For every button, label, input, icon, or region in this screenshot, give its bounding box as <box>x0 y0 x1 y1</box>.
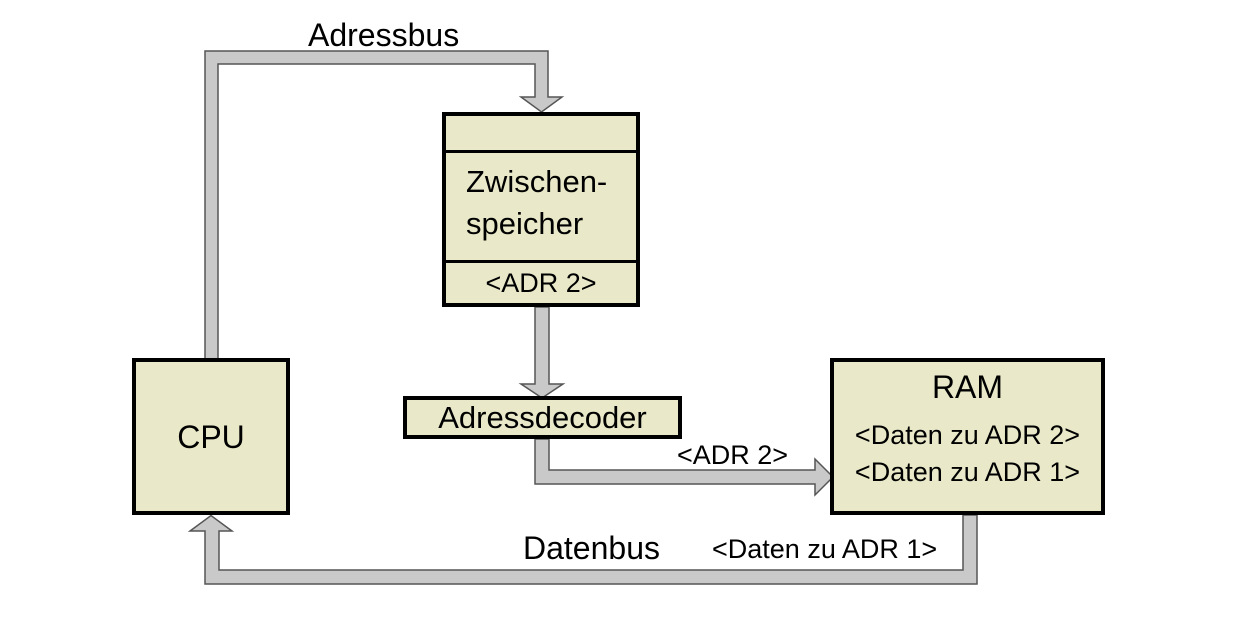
ram-row-adr2: <Daten zu ADR 2> <box>854 420 1081 450</box>
adressdecoder-box: Adressdecoder <box>403 396 682 439</box>
zwischenspeicher-box: Zwischen- speicher <ADR 2> <box>442 112 640 307</box>
zwischenspeicher-empty-section <box>446 116 636 153</box>
zwischenspeicher-label-line2: speicher <box>466 206 584 241</box>
data-bus-value-label: <Daten zu ADR 1> <box>712 534 938 564</box>
ram-title: RAM <box>931 369 1004 405</box>
adressdecoder-label: Adressdecoder <box>438 399 647 435</box>
data-bus-line <box>187 514 978 585</box>
cpu-box: CPU <box>132 358 290 515</box>
data-bus-label: Datenbus <box>523 530 660 566</box>
ram-content: <Daten zu ADR 2> <Daten zu ADR 1> <box>855 417 1080 491</box>
address-bus-line <box>204 50 565 360</box>
cpu-label: CPU <box>177 418 245 455</box>
ram-row-adr1: <Daten zu ADR 1> <box>854 457 1081 487</box>
zwischenspeicher-register: <ADR 2> <box>485 267 597 298</box>
address-bus-label: Adressbus <box>308 17 460 53</box>
zwischenspeicher-label-line1: Zwischen- <box>466 164 608 199</box>
decoder-to-ram-line <box>534 438 835 497</box>
buffer-to-decoder-line <box>518 306 566 399</box>
ram-box: RAM <Daten zu ADR 2> <Daten zu ADR 1> <box>830 358 1105 515</box>
zwischenspeicher-label: Zwischen- speicher <box>446 153 636 263</box>
decoder-to-ram-value-label: <ADR 2> <box>677 440 789 470</box>
